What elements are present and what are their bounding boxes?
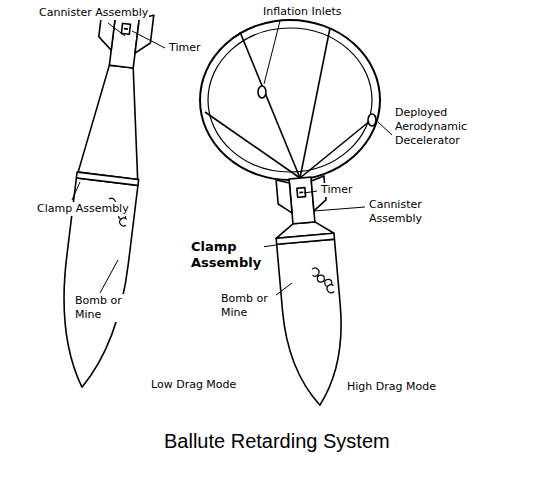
low-drag-bomb [51,8,159,391]
mode-label: High Drag Mode [346,380,437,394]
part-label: Cannister Assembly [368,198,442,226]
part-label: Deployed Aerodynamic Decelerator [394,106,496,148]
part-label: Timer [320,183,353,197]
figure-caption: Ballute Retarding System [164,430,390,453]
part-label: Inflation Inlets [262,5,343,19]
part-label: Clamp Assembly [190,239,264,271]
deployed-ballute [200,20,380,180]
mode-label: Low Drag Mode [150,378,237,392]
part-label: Cannister Assembly [38,6,149,20]
part-label: Bomb or Mine [220,292,276,320]
part-label: Bomb or Mine [74,294,130,322]
high-drag-bomb [271,175,349,407]
leader-lines [72,21,392,298]
part-label: Clamp Assembly [36,202,130,216]
part-label: Timer [168,41,201,55]
